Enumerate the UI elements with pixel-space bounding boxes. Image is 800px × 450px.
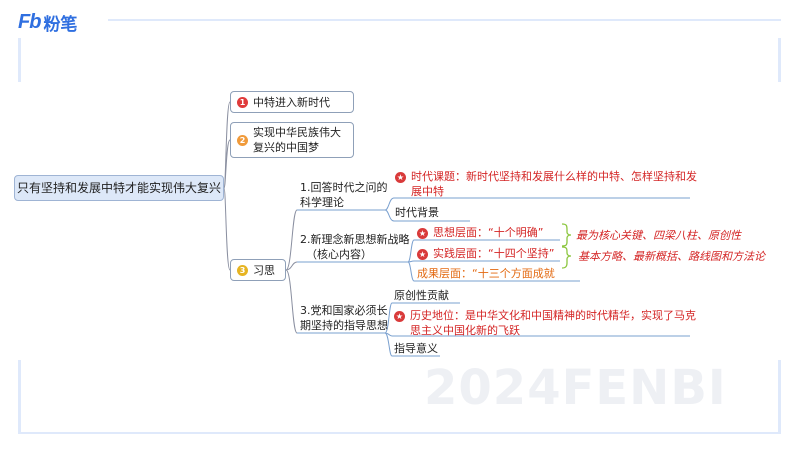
subtopic-2-line1: 2.新理念新思想新战略 — [300, 233, 410, 246]
star-icon: ★ — [417, 248, 428, 260]
subtopic-1-child-2[interactable]: 时代背景 — [395, 206, 439, 219]
subtopic-3-line2: 期坚持的指导思想 — [300, 319, 388, 332]
brand-mark: Fb — [18, 11, 41, 33]
frame-right-upper — [778, 38, 781, 82]
brand-name: 粉笔 — [43, 15, 78, 35]
branch-1-label: 中特进入新时代 — [253, 95, 330, 109]
subtopic-3-line1: 3.党和国家必须长 — [300, 304, 388, 317]
root-label: 只有坚持和发展中特才能实现伟大复兴 — [16, 180, 221, 195]
subtopic-3-child-2[interactable]: ★ 历史地位：是中华文化和中国精神的时代精华，实现了马克 思主义中国化新的飞跃 — [394, 308, 696, 338]
subtopic-2[interactable]: 2.新理念新思想新战略 （核心内容） — [300, 232, 410, 262]
subtopic-1-child-1-line2: 展中特 — [411, 185, 444, 198]
subtopic-2-child-2[interactable]: ★ 实践层面：“十四个坚持” — [417, 246, 554, 261]
subtopic-3-child-2-line2: 思主义中国化新的飞跃 — [410, 324, 520, 337]
frame-right-lower — [778, 360, 781, 434]
branch-node-3[interactable]: 3 习思 — [230, 259, 286, 281]
subtopic-1-child-1[interactable]: ★ 时代课题：新时代坚持和发展什么样的中特、怎样坚持和发 展中特 — [395, 169, 697, 199]
number-two-icon: 2 — [237, 134, 248, 146]
subtopic-3[interactable]: 3.党和国家必须长 期坚持的指导思想 — [300, 303, 388, 333]
subtopic-2-note-1: 最为核心关键、四梁八柱、原创性 — [576, 229, 741, 242]
subtopic-3-child-1[interactable]: 原创性贡献 — [394, 289, 449, 302]
number-three-icon: 3 — [237, 264, 248, 276]
subtopic-1-line2: 科学理论 — [300, 196, 344, 209]
branch-2-label-line2: 复兴的中国梦 — [253, 141, 319, 154]
branch-3-label: 习思 — [253, 263, 275, 277]
subtopic-2-child-3[interactable]: 成果层面：“十三个方面成就 — [417, 267, 555, 280]
subtopic-2-child-1-label: 思想层面：“十个明确” — [433, 226, 544, 239]
subtopic-2-child-1[interactable]: ★ 思想层面：“十个明确” — [417, 225, 543, 240]
subtopic-3-child-3[interactable]: 指导意义 — [394, 342, 438, 355]
brand-logo: Fb 粉笔 — [18, 10, 77, 35]
frame-left-upper — [18, 38, 21, 82]
frame-left-lower — [18, 360, 21, 434]
number-one-icon: 1 — [237, 96, 248, 108]
branch-2-label-line1: 实现中华民族伟大 — [253, 126, 341, 139]
subtopic-2-child-2-label: 实践层面：“十四个坚持” — [433, 247, 555, 260]
branch-node-1[interactable]: 1 中特进入新时代 — [230, 91, 354, 113]
subtopic-1-line1: 1.回答时代之问的 — [300, 181, 388, 194]
star-icon: ★ — [417, 227, 428, 239]
subtopic-1[interactable]: 1.回答时代之问的 科学理论 — [300, 180, 388, 210]
star-icon: ★ — [394, 310, 405, 322]
star-icon: ★ — [395, 171, 406, 183]
watermark: 2024FENBI — [424, 360, 727, 416]
root-node[interactable]: 只有坚持和发展中特才能实现伟大复兴 — [14, 175, 224, 201]
subtopic-1-child-1-line1: 时代课题：新时代坚持和发展什么样的中特、怎样坚持和发 — [411, 170, 697, 183]
branch-node-2[interactable]: 2 实现中华民族伟大 复兴的中国梦 — [230, 122, 354, 158]
subtopic-2-note-2: 基本方略、最新概括、路线图和方法论 — [578, 250, 765, 263]
frame-top-border — [108, 19, 781, 21]
frame-bottom-border — [20, 432, 781, 434]
subtopic-3-child-2-line1: 历史地位：是中华文化和中国精神的时代精华，实现了马克 — [410, 309, 696, 322]
subtopic-2-line2: （核心内容） — [306, 248, 372, 261]
